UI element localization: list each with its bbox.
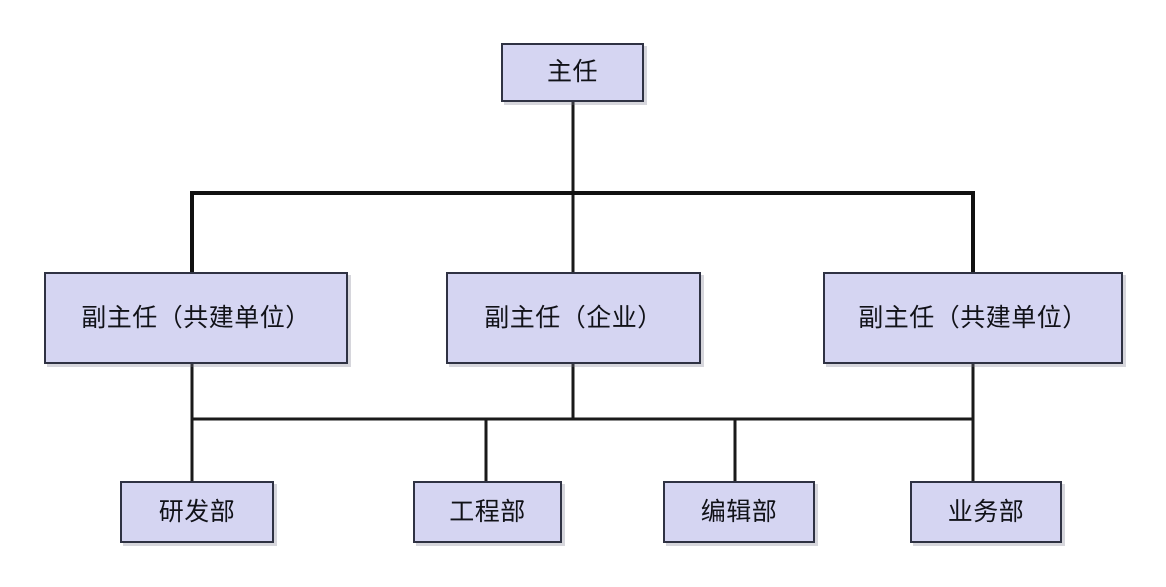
node-rd-dept-label: 研发部 [158,497,236,526]
node-deputy-joint-right-label: 副主任（共建单位） [858,303,1088,332]
node-deputy-joint-left[interactable]: 副主任（共建单位） [44,272,348,364]
node-engineering-dept[interactable]: 工程部 [413,481,562,543]
node-deputy-enterprise[interactable]: 副主任（企业） [446,272,701,364]
node-deputy-joint-right[interactable]: 副主任（共建单位） [823,272,1123,364]
node-director[interactable]: 主任 [501,43,644,102]
node-business-dept-label: 业务部 [947,497,1025,526]
node-engineering-dept-label: 工程部 [449,497,526,526]
node-deputy-enterprise-label: 副主任（企业） [484,303,663,332]
node-editorial-dept[interactable]: 编辑部 [663,481,815,543]
node-business-dept[interactable]: 业务部 [910,481,1062,543]
node-director-label: 主任 [546,58,598,86]
node-rd-dept[interactable]: 研发部 [120,481,274,543]
node-editorial-dept-label: 编辑部 [700,497,778,526]
node-deputy-joint-left-label: 副主任（共建单位） [81,303,311,332]
